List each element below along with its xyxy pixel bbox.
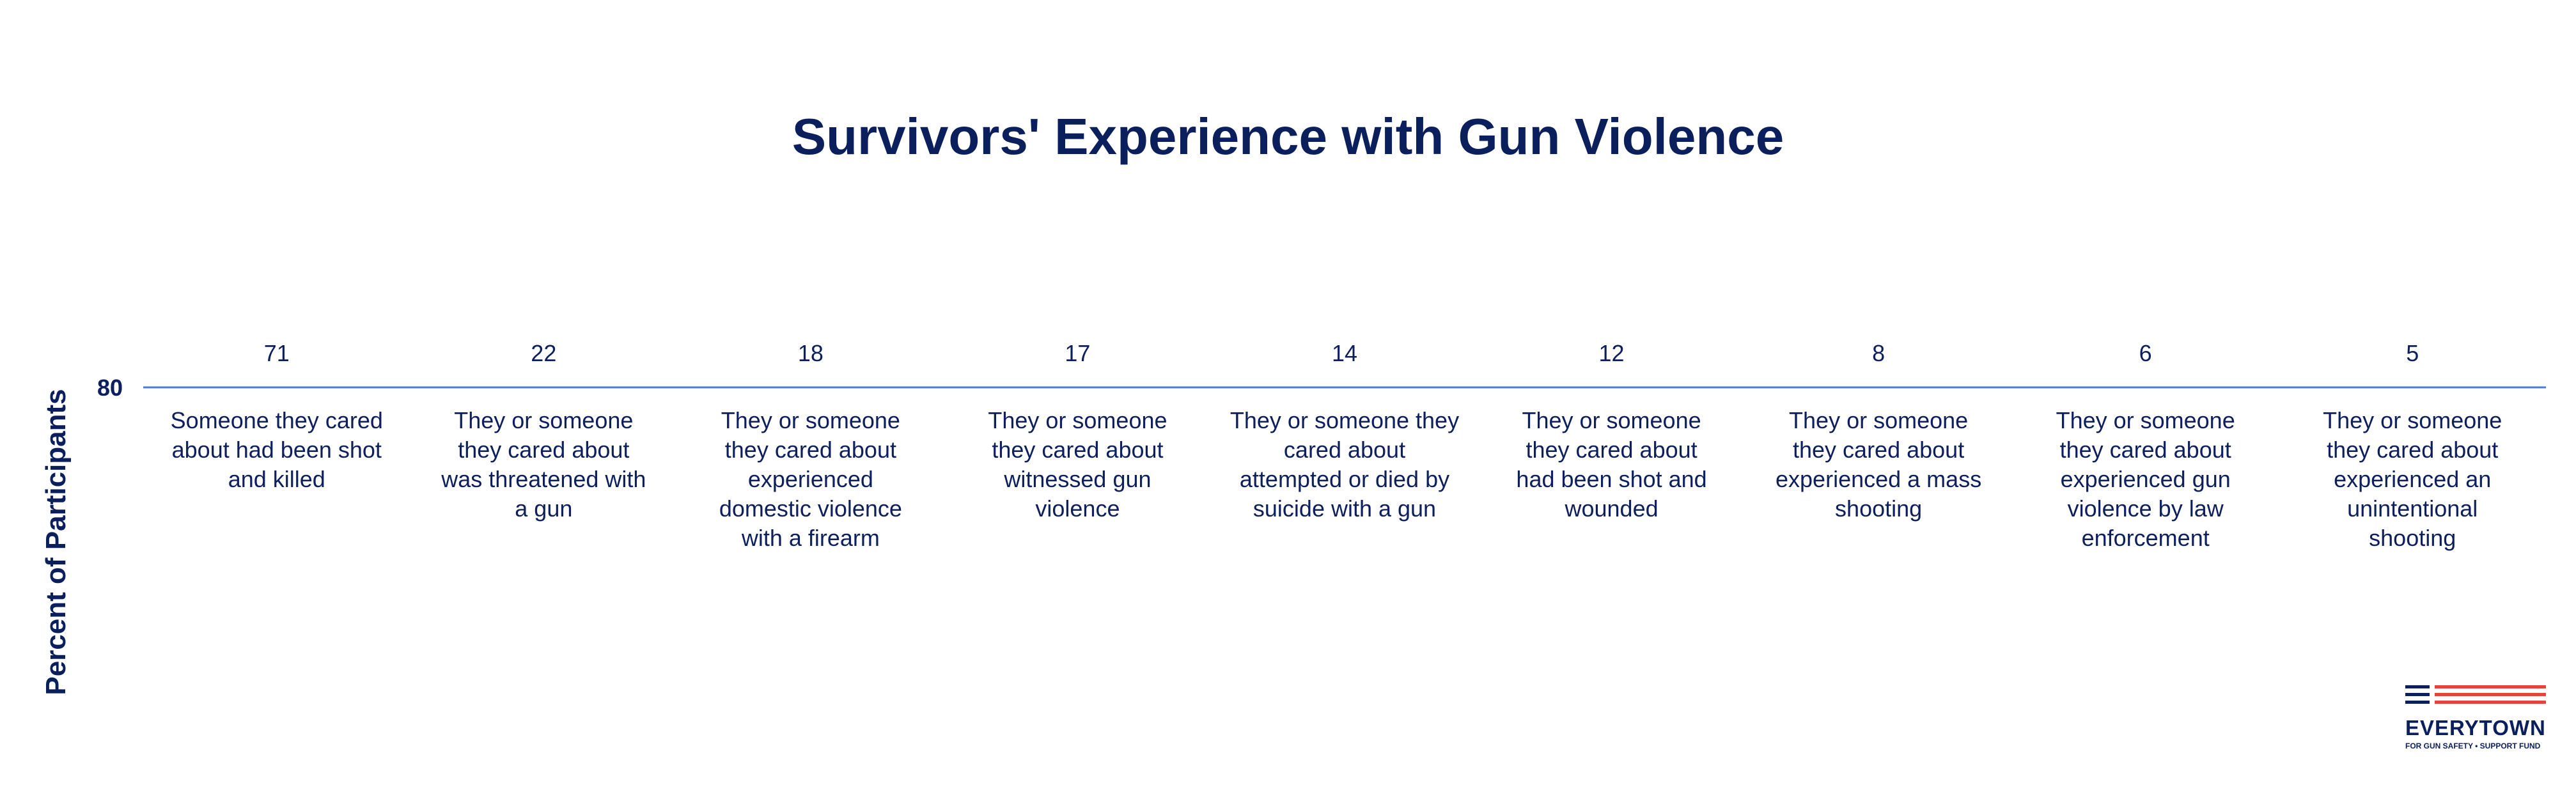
data-label: 8 bbox=[1872, 340, 1885, 366]
data-label: 14 bbox=[1332, 340, 1357, 366]
data-label: 6 bbox=[2139, 340, 2152, 366]
flag-stripes-icon bbox=[2405, 685, 2546, 704]
data-label: 17 bbox=[1065, 340, 1090, 366]
logo-wordmark: EVERYTOWN bbox=[2405, 716, 2546, 740]
logo-navy-stripe-2 bbox=[2405, 693, 2430, 696]
logo-red-stripe-2 bbox=[2435, 693, 2546, 696]
data-label: 18 bbox=[798, 340, 824, 366]
logo-navy-stripe-1 bbox=[2405, 685, 2430, 688]
chart-title: Survivors' Experience with Gun Violence bbox=[792, 108, 1784, 165]
data-label: 12 bbox=[1599, 340, 1625, 366]
logo-navy-stripe-3 bbox=[2405, 701, 2430, 704]
logo-red-stripe-3 bbox=[2435, 701, 2546, 704]
everytown-logo: EVERYTOWN FOR GUN SAFETY • SUPPORT FUND bbox=[2405, 684, 2546, 754]
y-tick-label: 80 bbox=[97, 375, 123, 401]
logo-tagline: FOR GUN SAFETY • SUPPORT FUND bbox=[2405, 742, 2541, 750]
data-label: 5 bbox=[2406, 340, 2419, 366]
data-label: 71 bbox=[264, 340, 290, 366]
logo-red-stripe-1 bbox=[2435, 685, 2546, 688]
data-label: 22 bbox=[531, 340, 556, 366]
y-tick-label: 0 bbox=[110, 375, 123, 401]
